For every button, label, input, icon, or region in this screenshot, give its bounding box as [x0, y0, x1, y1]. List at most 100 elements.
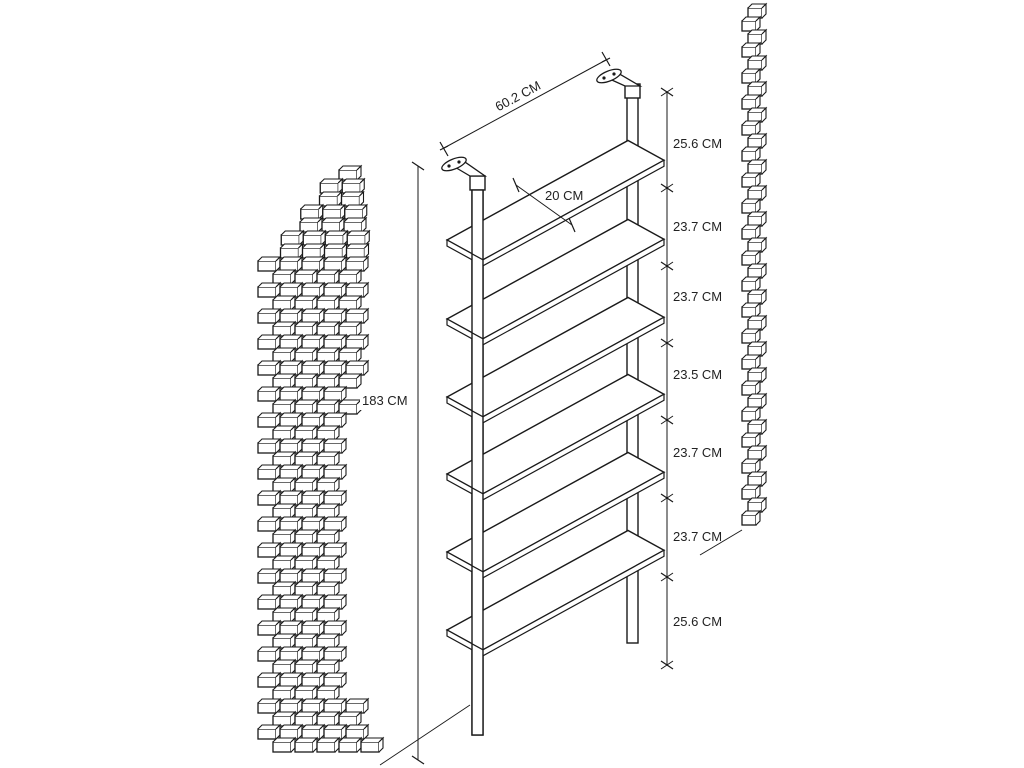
brick — [294, 606, 319, 623]
brick — [747, 340, 768, 357]
brick — [257, 333, 282, 350]
brick — [741, 41, 762, 58]
brick — [741, 249, 762, 266]
brick — [294, 528, 319, 545]
brick — [272, 268, 297, 285]
brick — [257, 463, 282, 480]
brick — [343, 216, 368, 233]
front-left-post-cap — [469, 175, 486, 191]
gap-label-2: 23.7 CM — [673, 219, 722, 234]
brick — [294, 424, 319, 441]
brick — [323, 411, 348, 428]
brick — [257, 697, 282, 714]
brick — [345, 723, 370, 740]
brick — [747, 470, 768, 487]
brick — [279, 463, 304, 480]
shelves — [445, 139, 666, 657]
brick — [316, 346, 341, 363]
brick — [301, 697, 326, 714]
brick — [747, 496, 768, 513]
brick — [301, 281, 326, 298]
brick — [316, 372, 341, 389]
brick — [257, 307, 282, 324]
brick — [741, 457, 762, 474]
brick — [301, 333, 326, 350]
brick — [294, 580, 319, 597]
brick — [338, 372, 363, 389]
brick — [257, 671, 282, 688]
brick — [272, 632, 297, 649]
brick — [323, 723, 348, 740]
brick — [272, 320, 297, 337]
brick — [316, 398, 341, 415]
brick — [323, 671, 348, 688]
brick — [345, 697, 370, 714]
brick — [301, 463, 326, 480]
gap-label-4: 23.5 CM — [673, 367, 722, 382]
brick — [345, 281, 370, 298]
brick — [294, 450, 319, 467]
brick — [257, 281, 282, 298]
brick — [338, 268, 363, 285]
brick — [272, 372, 297, 389]
brick — [294, 320, 319, 337]
brick — [344, 203, 369, 220]
brick — [318, 190, 343, 207]
brick — [323, 463, 348, 480]
ladder-shelf — [441, 68, 666, 736]
height-label: 183 CM — [362, 393, 408, 408]
brick — [338, 398, 363, 415]
brick — [294, 658, 319, 675]
brick — [272, 684, 297, 701]
brick — [323, 255, 348, 272]
depth-label: 20 CM — [545, 188, 583, 203]
front-left-post-front — [471, 189, 484, 736]
brick — [301, 515, 326, 532]
brick — [323, 385, 348, 402]
brick — [316, 450, 341, 467]
gap-ticks — [660, 87, 674, 670]
brick — [741, 145, 762, 162]
brick — [747, 236, 768, 253]
brick — [294, 294, 319, 311]
brick — [294, 736, 319, 753]
brick — [338, 710, 363, 727]
brick — [316, 528, 341, 545]
brick — [257, 489, 282, 506]
brick — [316, 580, 341, 597]
brick — [323, 645, 348, 662]
brick — [301, 385, 326, 402]
brick — [741, 171, 762, 188]
brick — [345, 242, 370, 259]
brick — [301, 489, 326, 506]
brick — [747, 210, 768, 227]
brick — [257, 541, 282, 558]
brick — [741, 431, 762, 448]
brick — [747, 158, 768, 175]
brick — [294, 684, 319, 701]
brick — [316, 710, 341, 727]
width-label: 60.2 CM — [493, 78, 543, 114]
brick — [338, 294, 363, 311]
brick — [741, 119, 762, 136]
height-dimension: 183 CM — [360, 161, 471, 766]
brick — [294, 554, 319, 571]
brick — [279, 359, 304, 376]
brick — [316, 684, 341, 701]
brick — [340, 190, 365, 207]
brick — [747, 444, 768, 461]
brick — [279, 671, 304, 688]
brick — [323, 281, 348, 298]
brick — [741, 509, 762, 526]
brick — [747, 418, 768, 435]
brick — [741, 327, 762, 344]
brick — [321, 216, 346, 233]
brick — [323, 437, 348, 454]
brick — [257, 593, 282, 610]
brick — [323, 541, 348, 558]
brick — [272, 450, 297, 467]
brick — [345, 255, 370, 272]
brick — [257, 411, 282, 428]
brick — [747, 392, 768, 409]
brick — [323, 333, 348, 350]
